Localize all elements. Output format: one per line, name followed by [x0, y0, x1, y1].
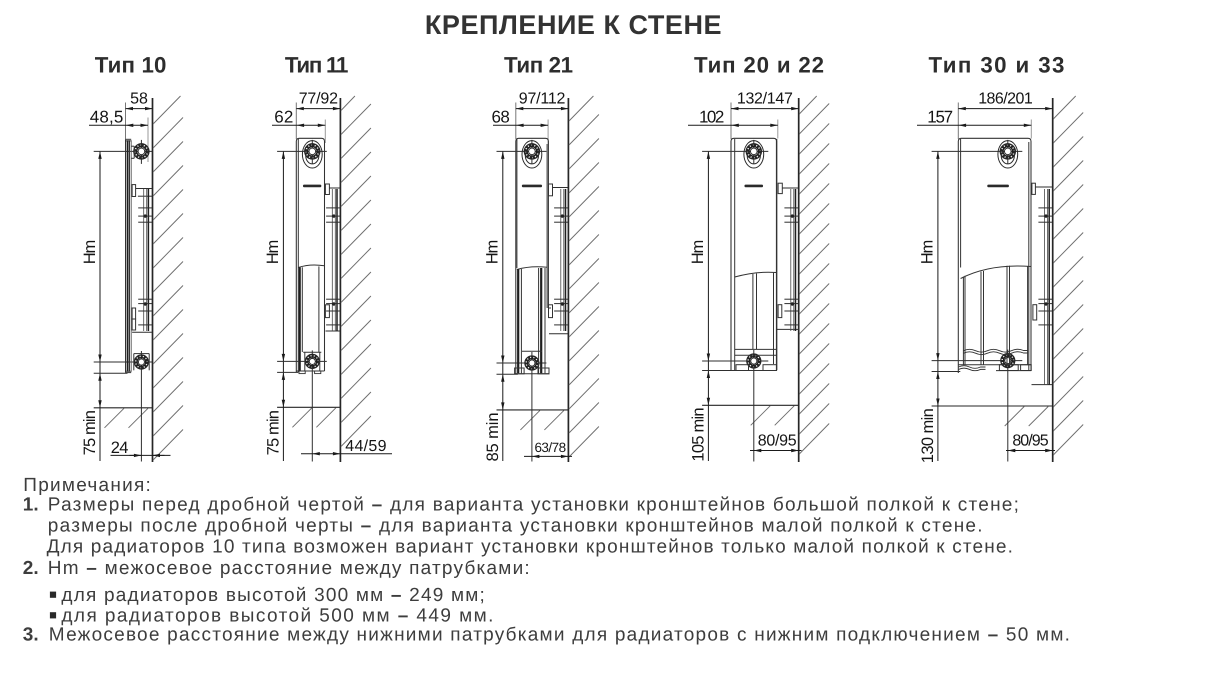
svg-text:Hm: Hm	[484, 240, 502, 265]
svg-text:Межосевое расстояние между ниж: Межосевое расстояние между нижними патру…	[49, 625, 1070, 646]
svg-text:105 min: 105 min	[690, 407, 708, 461]
svg-text:Примечания:: Примечания:	[23, 475, 151, 496]
svg-text:Hm: Hm	[919, 240, 937, 265]
svg-text:80/95: 80/95	[1012, 433, 1048, 450]
svg-text:для радиаторов высотой 500 мм: для радиаторов высотой 500 мм – 449 мм.	[61, 605, 493, 626]
svg-text:Размеры перед дробной чертой –: Размеры перед дробной чертой – для вариа…	[48, 495, 1019, 516]
svg-text:80/95: 80/95	[758, 433, 797, 450]
svg-text:Тип 10: Тип 10	[95, 53, 167, 78]
svg-text:Тип 11: Тип 11	[285, 53, 349, 78]
svg-text:24: 24	[111, 439, 129, 457]
svg-text:68: 68	[492, 107, 510, 126]
svg-text:102: 102	[699, 107, 724, 126]
svg-text:63/78: 63/78	[534, 440, 566, 455]
svg-text:186/201: 186/201	[978, 90, 1033, 107]
svg-text:130 min: 130 min	[919, 408, 937, 463]
svg-text:75 min: 75 min	[265, 410, 283, 455]
svg-text:85 min: 85 min	[484, 412, 502, 461]
svg-text:размеры после дробной черты –: размеры после дробной черты – для вариан…	[48, 516, 983, 537]
svg-text:157: 157	[927, 107, 953, 126]
svg-text:1.: 1.	[23, 495, 39, 516]
svg-text:Hm – межосевое расстояние межд: Hm – межосевое расстояние между патрубка…	[48, 558, 530, 579]
svg-text:Для радиаторов 10 типа возможе: Для радиаторов 10 типа возможен вариант …	[47, 537, 1013, 558]
svg-text:75 min: 75 min	[81, 410, 99, 455]
svg-text:Hm: Hm	[81, 240, 99, 265]
svg-text:48,5: 48,5	[90, 107, 124, 126]
svg-text:2.: 2.	[23, 558, 39, 579]
svg-text:58: 58	[130, 90, 148, 107]
svg-text:3.: 3.	[23, 625, 39, 646]
svg-text:Тип 21: Тип 21	[504, 53, 573, 78]
svg-text:КРЕПЛЕНИЕ К СТЕНЕ: КРЕПЛЕНИЕ К СТЕНЕ	[425, 10, 722, 40]
svg-text:97/112: 97/112	[519, 90, 566, 107]
svg-text:Тип 30 и 33: Тип 30 и 33	[929, 53, 1065, 78]
svg-text:62: 62	[274, 107, 293, 126]
svg-text:44/59: 44/59	[345, 438, 386, 455]
svg-text:для радиаторов высотой 300 мм: для радиаторов высотой 300 мм – 249 мм;	[61, 585, 484, 606]
svg-text:77/92: 77/92	[299, 90, 338, 107]
svg-text:Hm: Hm	[264, 240, 282, 265]
svg-text:Тип 20 и 22: Тип 20 и 22	[694, 53, 824, 78]
svg-text:132/147: 132/147	[737, 90, 793, 107]
svg-text:Hm: Hm	[689, 240, 707, 265]
